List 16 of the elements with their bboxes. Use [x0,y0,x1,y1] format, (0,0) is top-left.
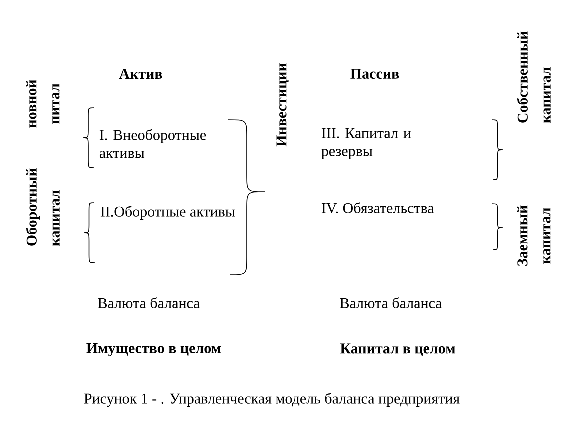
column-heading: Актив [119,69,162,79]
caption: Рисунок 1 - . Управленческая модель баланса предприятия [84,393,460,407]
column-heading: Пассив [350,69,400,79]
side-label: Оборотный капитал [26,168,60,246]
total-label: Валюта баланса [98,298,200,308]
section-label: III. Капитал и резервы [322,128,412,160]
total-label: Валюта баланса [340,298,442,308]
total-heading: Капитал в целом [340,344,456,356]
section-label: II.Оборотные активы [100,206,236,220]
total-heading: Имущество в целом [86,343,222,357]
side-label: Инвестиции [276,63,290,147]
section-label: I. Внеоборотные активы [100,129,206,158]
section-label: IV. Обязательства [322,202,434,214]
side-label: Собственный капитал [517,32,551,124]
side-label: Заемный капитал [517,206,551,266]
side-label: новной питал [26,80,60,128]
